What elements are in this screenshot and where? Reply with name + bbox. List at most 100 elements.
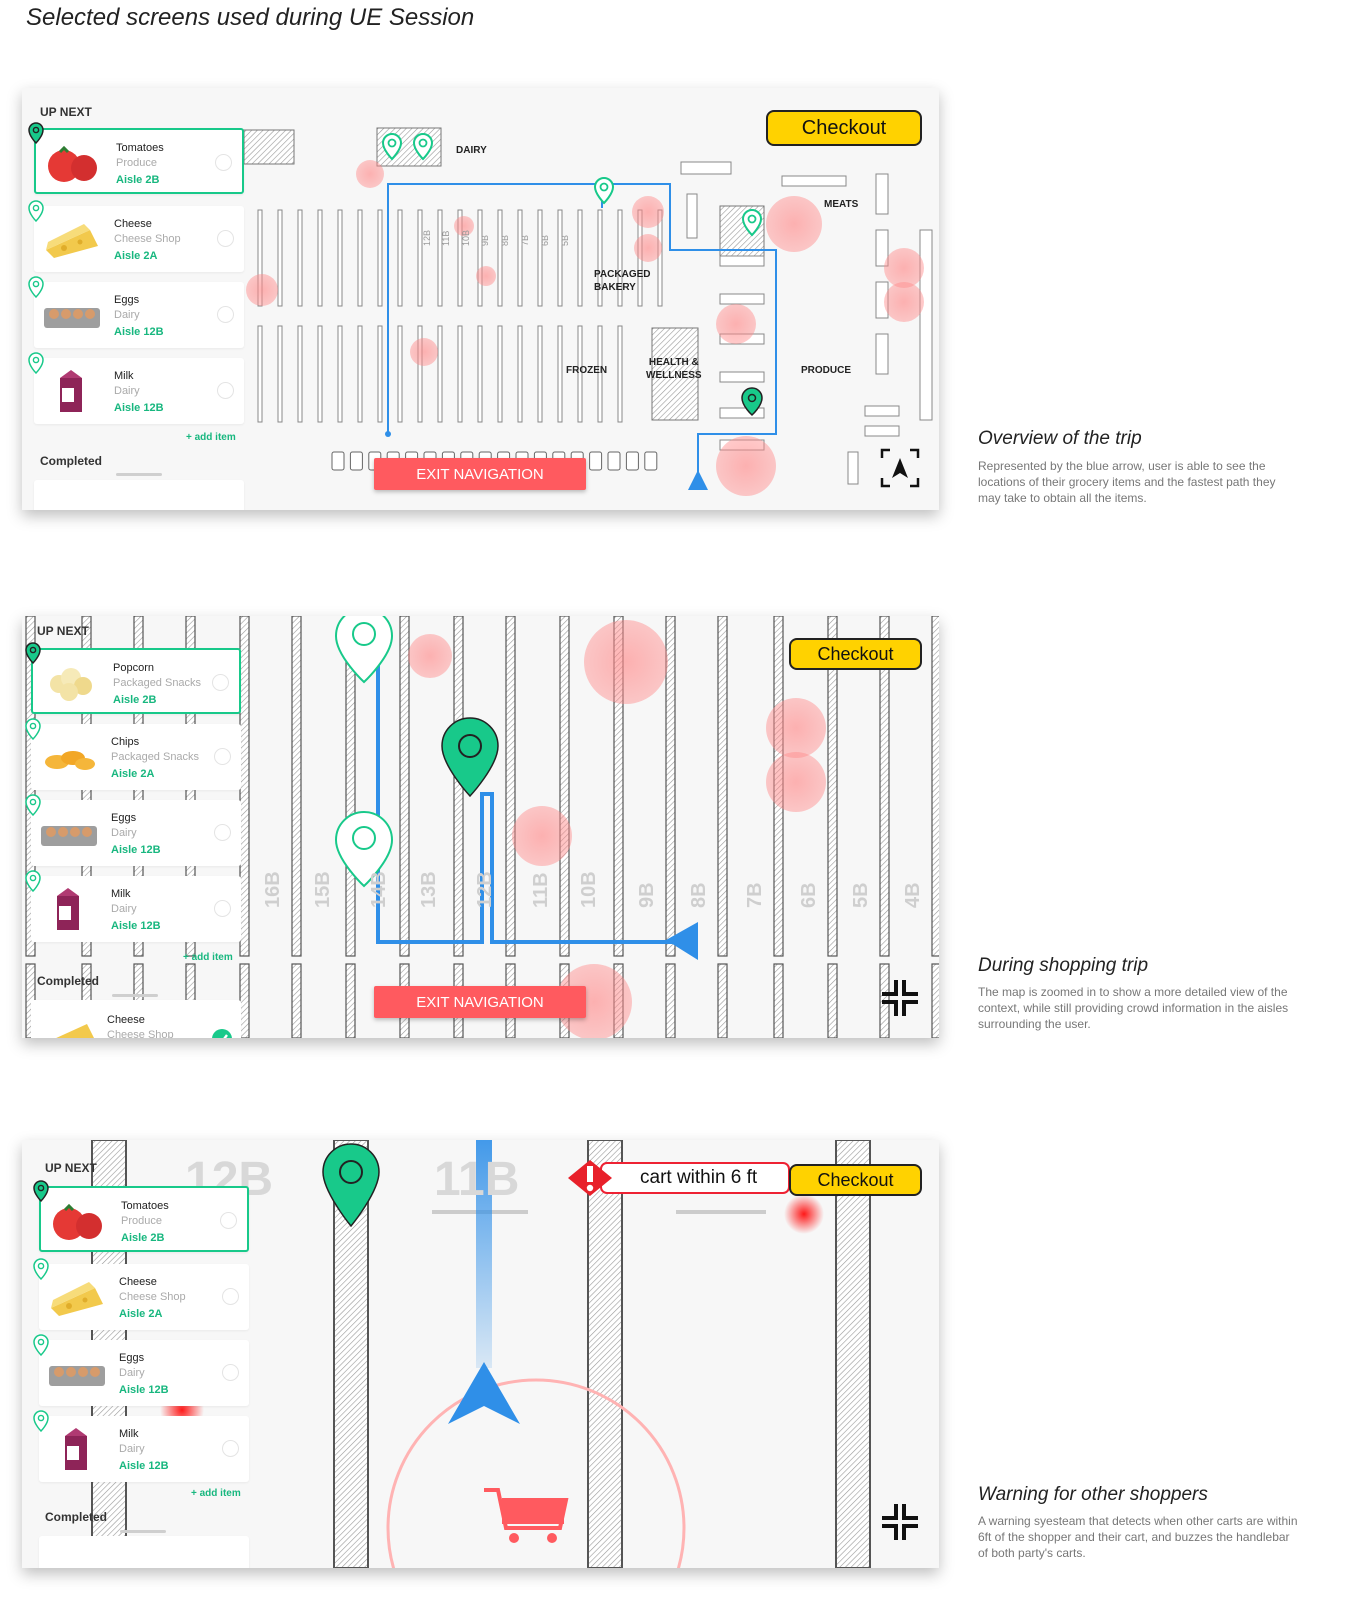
- shelf: [577, 325, 583, 423]
- shelf: [317, 325, 323, 423]
- item-checkbox[interactable]: [214, 824, 231, 841]
- item-aisle: Aisle 12B: [119, 1460, 169, 1472]
- store-map-zoomed[interactable]: [22, 616, 939, 1038]
- item-checkbox[interactable]: [222, 1440, 239, 1457]
- item-name: Popcorn: [113, 662, 154, 674]
- item-checkbox[interactable]: [214, 748, 231, 765]
- checkout-button[interactable]: Checkout: [789, 638, 922, 670]
- pin-icon: [28, 352, 44, 374]
- completed-heading: Completed: [45, 1510, 108, 1524]
- shelf: [377, 209, 383, 307]
- aisle-label: 11B: [530, 872, 552, 908]
- shelf: [397, 325, 403, 423]
- item-checkbox[interactable]: [212, 674, 229, 691]
- checkout-button[interactable]: Checkout: [766, 110, 922, 146]
- checkout-lane: [331, 451, 345, 471]
- other-cart-hotspot: [784, 1194, 824, 1234]
- fixture: [847, 451, 859, 485]
- item-aisle: Aisle 12B: [114, 326, 164, 338]
- store-map-close[interactable]: [22, 1140, 939, 1568]
- checkout-button[interactable]: Checkout: [789, 1164, 922, 1196]
- item-name: Milk: [119, 1428, 139, 1440]
- add-item-link[interactable]: + add item: [186, 432, 236, 443]
- crowd-heat: [408, 620, 826, 1038]
- item-category: Cheese Shop: [114, 233, 181, 245]
- up-next-heading: UP NEXT: [45, 1161, 97, 1175]
- active-pin-icon: [741, 387, 763, 417]
- checkout-lane: [589, 451, 603, 471]
- shelf: [835, 1140, 871, 1568]
- item-name: Tomatoes: [121, 1200, 169, 1212]
- shelf: [537, 325, 543, 423]
- item-checkbox[interactable]: [222, 1288, 239, 1305]
- item-checkbox[interactable]: [217, 230, 234, 247]
- item-aisle: Aisle 2A: [111, 768, 155, 780]
- item-name: Milk: [114, 370, 134, 382]
- item-checkbox[interactable]: [215, 154, 232, 171]
- pin-icon: [741, 208, 763, 237]
- item-checkbox[interactable]: [214, 900, 231, 917]
- aisle-label: 6B: [540, 234, 550, 246]
- aisle-label: 15B: [312, 871, 334, 908]
- milk-image: [65, 1428, 87, 1470]
- shelf: [277, 325, 283, 423]
- checked-icon[interactable]: [211, 1028, 233, 1038]
- cheese-image: [56, 1024, 94, 1038]
- shelf: [773, 963, 784, 1038]
- pin-icon: [33, 1334, 49, 1356]
- shelf: [277, 209, 283, 307]
- pin-icon: [28, 200, 44, 222]
- item-checkbox[interactable]: [217, 306, 234, 323]
- aisle-label: 4B: [902, 882, 924, 908]
- item-aisle: Aisle 12B: [111, 920, 161, 932]
- aisle-label: 16B: [262, 871, 284, 908]
- shelf: [557, 209, 563, 307]
- crowd-heat: [246, 160, 924, 496]
- route-path: [476, 1140, 492, 1368]
- exit-navigation-button[interactable]: EXIT NAVIGATION: [374, 986, 586, 1018]
- drawer-handle[interactable]: [120, 1530, 166, 1533]
- fixture: [651, 327, 699, 421]
- item-category: Packaged Snacks: [113, 677, 202, 689]
- caption-text: The map is zoomed in to show a more deta…: [978, 985, 1289, 1031]
- active-pin-icon: [25, 642, 41, 664]
- item-category: Dairy: [119, 1367, 145, 1379]
- drawer-handle[interactable]: [116, 473, 162, 476]
- item-category: Dairy: [114, 309, 140, 321]
- completed-card[interactable]: Cheese Cheese Shop: [31, 1000, 241, 1038]
- item-checkbox[interactable]: [220, 1212, 237, 1229]
- shelf: [617, 209, 623, 307]
- tomato-image: [53, 1203, 102, 1240]
- item-checkbox[interactable]: [222, 1364, 239, 1381]
- completed-card[interactable]: [34, 480, 244, 510]
- add-item-link[interactable]: + add item: [191, 1488, 241, 1499]
- up-next-heading: UP NEXT: [40, 105, 92, 119]
- add-item-link[interactable]: + add item: [183, 952, 233, 963]
- fixture: [680, 161, 732, 175]
- item-checkbox[interactable]: [217, 382, 234, 399]
- shelf: [417, 209, 423, 307]
- drawer-handle[interactable]: [112, 994, 158, 997]
- item-category: Dairy: [119, 1443, 145, 1455]
- shelf: [457, 325, 463, 423]
- shelf: [477, 209, 483, 307]
- completed-card[interactable]: [39, 1536, 249, 1568]
- shelf: [357, 325, 363, 423]
- item-name: Milk: [111, 888, 131, 900]
- exit-navigation-button[interactable]: EXIT NAVIGATION: [374, 458, 586, 490]
